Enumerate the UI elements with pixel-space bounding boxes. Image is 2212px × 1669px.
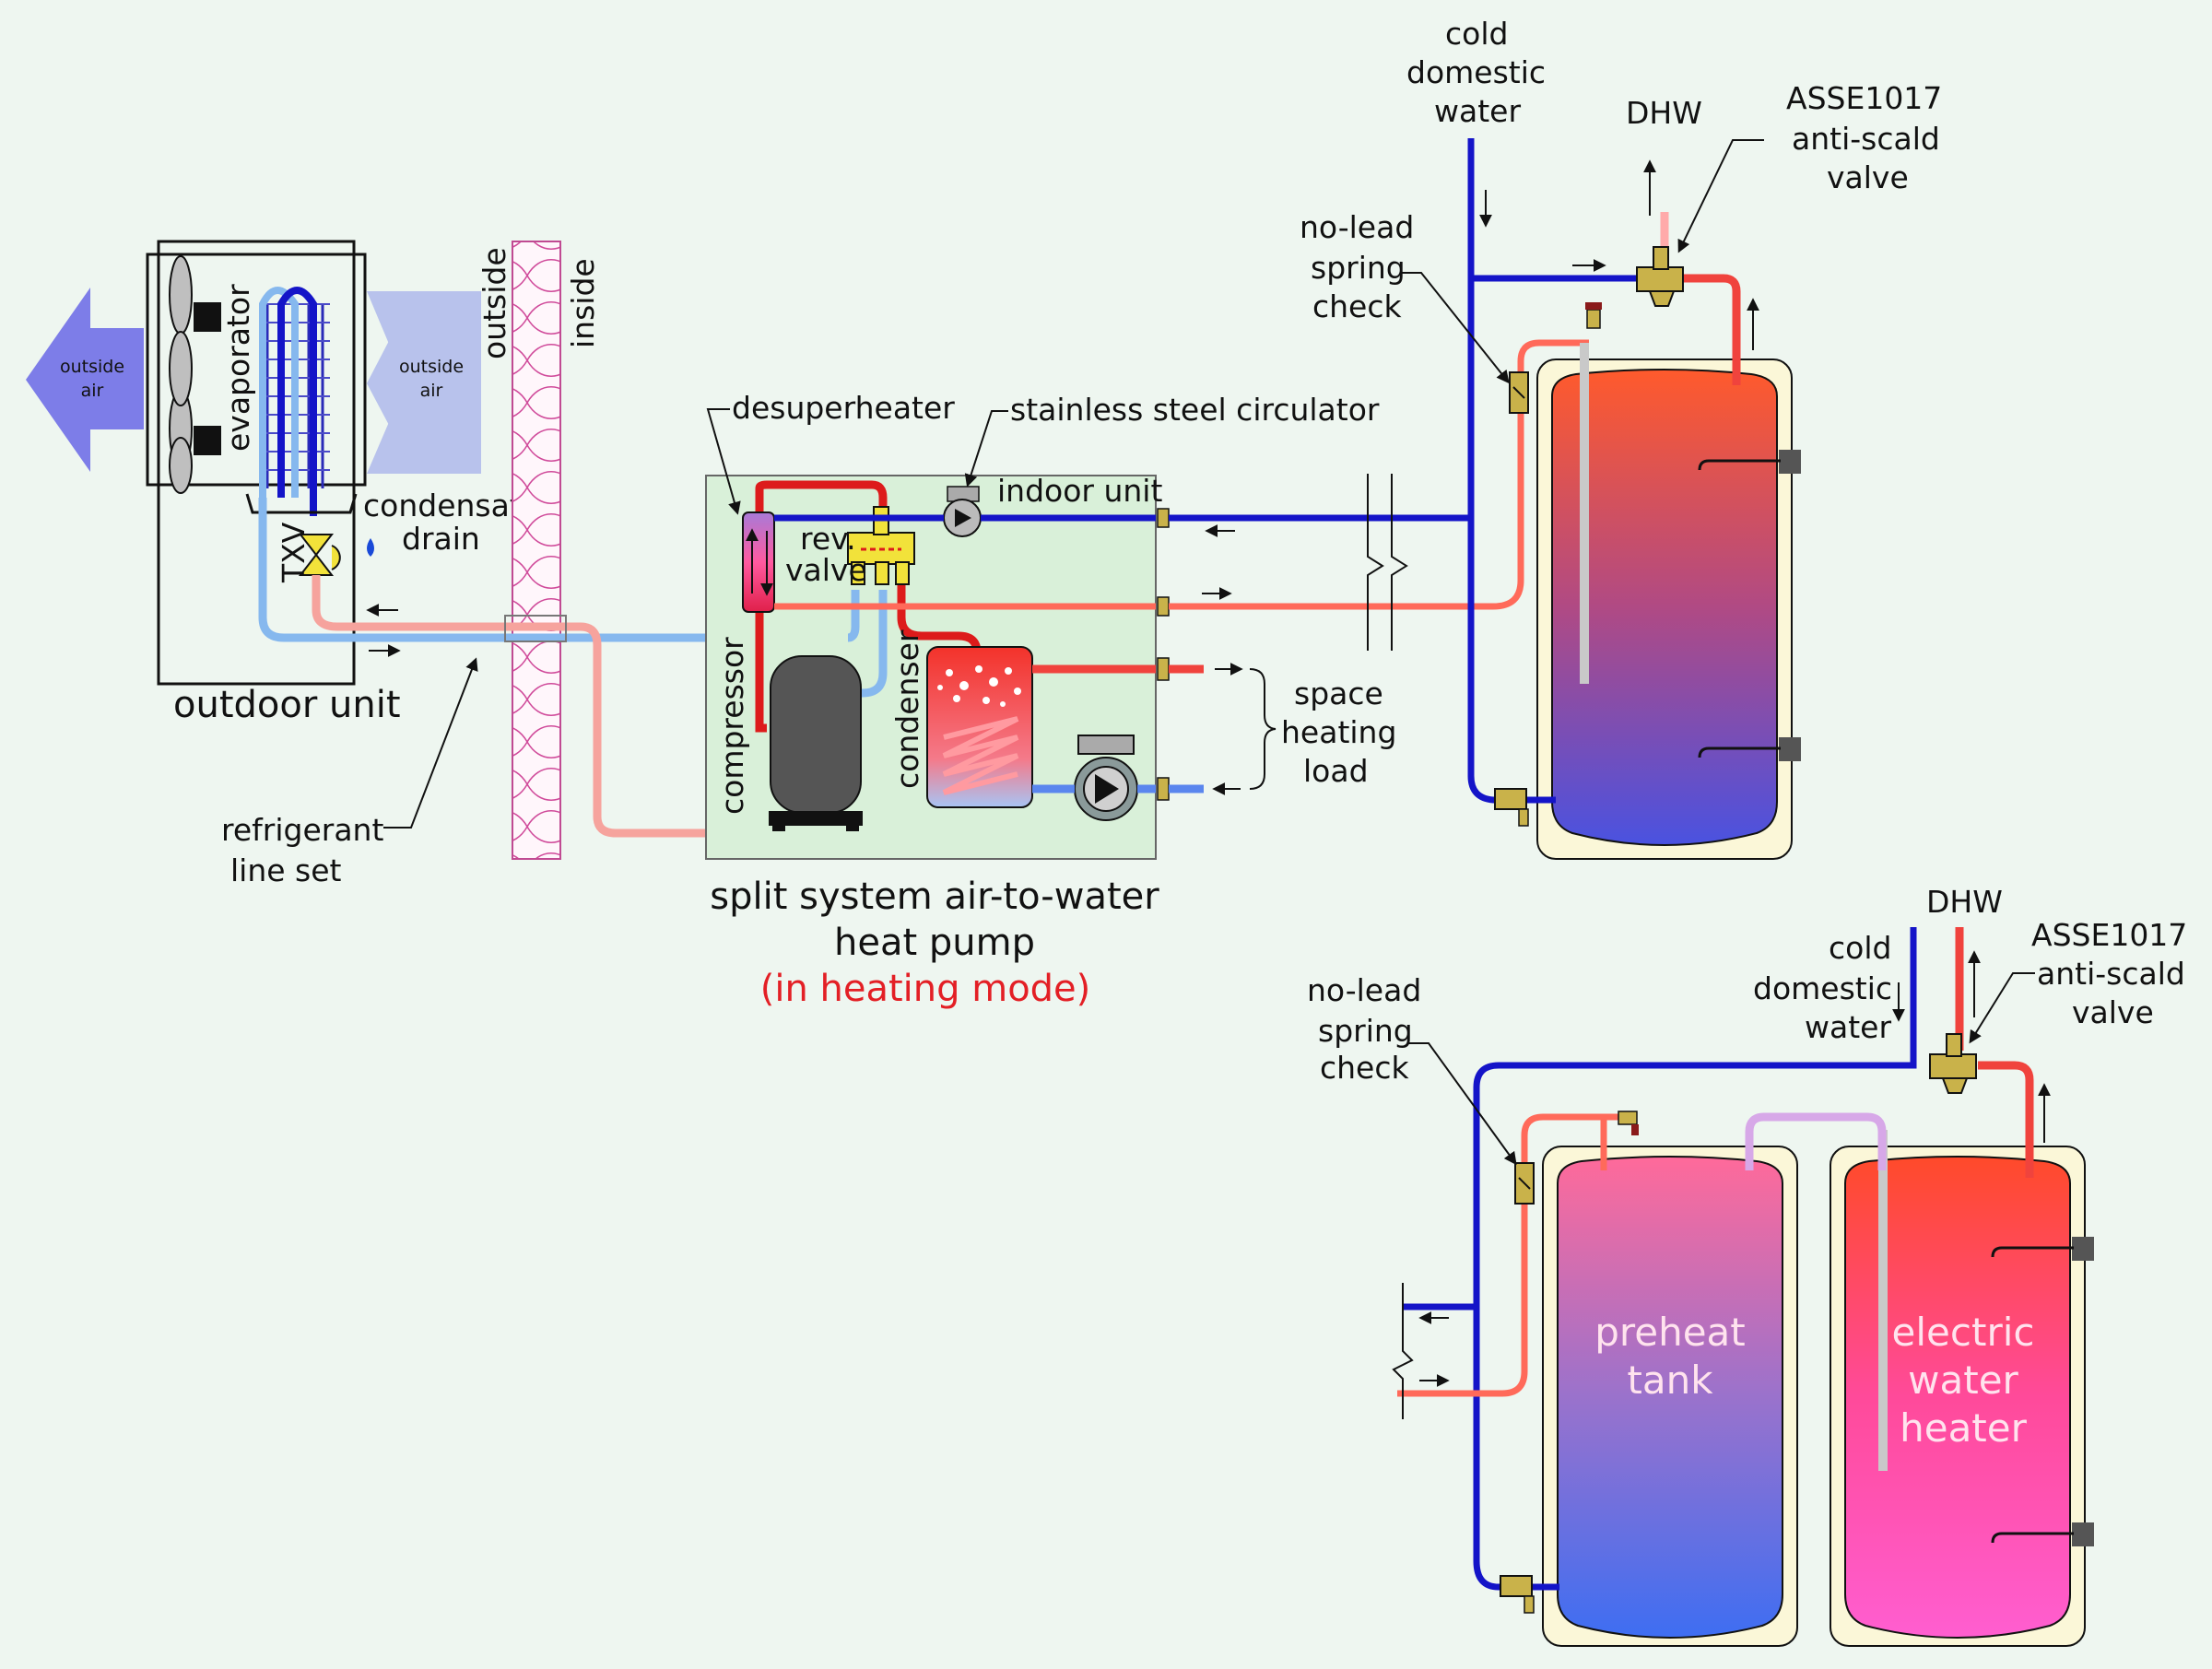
outdoor-unit-label: outdoor unit [173, 684, 401, 726]
condensate-label-2: drain [402, 521, 480, 557]
top-dhw-label: DHW [1626, 95, 1702, 131]
condenser [926, 646, 1033, 808]
inside-label: inside [565, 258, 601, 348]
txv-label: TXV [276, 522, 312, 583]
preheat-label-2: tank [1627, 1358, 1713, 1403]
evaporator-label: evaporator [220, 284, 256, 452]
bottom-asse-label-1: ASSE1017 [2031, 917, 2187, 953]
top-check-label-2: spring [1311, 250, 1406, 286]
preheat-tank: preheat tank [1542, 1146, 1798, 1647]
top-spring-check [1509, 371, 1529, 414]
preheat-label-1: preheat [1594, 1310, 1746, 1355]
top-check-label-3: check [1312, 288, 1403, 324]
electric-label-1: electric [1892, 1310, 2035, 1355]
top-anti-scald-valve [1636, 246, 1684, 307]
top-asse-label-3: valve [1827, 159, 1909, 195]
circulator-leader [964, 410, 1008, 488]
caption-line-2: heat pump [834, 922, 1035, 964]
space-heating-label-3: load [1303, 753, 1369, 789]
outside-air-left-label-2: air [81, 381, 104, 401]
bottom-drain-valve [1500, 1575, 1535, 1614]
transfer-pipe [1745, 1112, 1887, 1170]
line-set-label-1: refrigerant [221, 812, 383, 848]
bottom-check-label-1: no-lead [1307, 972, 1421, 1008]
caption-line-1: split system air-to-water [710, 876, 1159, 918]
space-heating-label-2: heating [1281, 714, 1396, 750]
bottom-check-label-3: check [1320, 1050, 1410, 1086]
heating-mode-label: (in heating mode) [760, 968, 1091, 1010]
circulator-top [943, 486, 982, 537]
bottom-cold-label-2: domestic [1753, 970, 1892, 1006]
insulated-wall [512, 241, 561, 860]
electric-label-2: water [1908, 1358, 2018, 1403]
outside-label: outside [477, 247, 512, 359]
drain-drop [367, 538, 374, 557]
pipe-break [1367, 474, 1408, 651]
desuperheater [742, 511, 775, 613]
fan-left [169, 255, 221, 494]
evaporator-coil [259, 287, 330, 516]
top-cold-label-3: water [1434, 93, 1521, 129]
top-check-label-1: no-lead [1300, 209, 1414, 245]
bottom-spring-check [1514, 1162, 1535, 1205]
bottom-spring-check-leader [1408, 1042, 1517, 1166]
indoor-outlet-unions [1157, 508, 1170, 801]
bottom-cold-label-1: cold [1829, 930, 1891, 966]
top-cold-supply [1467, 138, 1556, 804]
top-cold-label-1: cold [1445, 16, 1508, 52]
bottom-cold-label-3: water [1805, 1009, 1891, 1045]
bottom-anti-scald-valve [1929, 1033, 1977, 1094]
indoor-unit-label: indoor unit [997, 473, 1162, 509]
top-asse-label-1: ASSE1017 [1786, 80, 1942, 116]
top-relief-valve [1585, 302, 1602, 329]
outside-air-right-label-1: outside [399, 357, 464, 377]
outside-air-arrow-left: outside air [26, 288, 144, 472]
reversing-valve [847, 506, 915, 585]
bottom-asse-leader [1969, 972, 2035, 1044]
indirect-tank-top [1536, 343, 1801, 860]
compressor-label: compressor [714, 637, 750, 815]
bottom-asse-label-3: valve [2072, 994, 2154, 1030]
electric-water-heater: electric water heater [1830, 1130, 2094, 1647]
electric-label-3: heater [1900, 1405, 2028, 1451]
load-brace [1249, 668, 1277, 790]
circulator-bottom [1074, 735, 1138, 821]
bottom-relief-valve [1618, 1111, 1639, 1135]
line-set-leader [383, 657, 478, 829]
top-spring-check-leader [1401, 272, 1510, 384]
top-drain-valve [1494, 788, 1529, 827]
desuperheater-label: desuperheater [732, 390, 955, 426]
outdoor-unit [146, 240, 374, 686]
compressor [769, 655, 863, 831]
outside-air-left-label-1: outside [60, 357, 124, 377]
bottom-dhw-label: DHW [1926, 884, 2003, 920]
rev-valve-label-2: valve [785, 552, 867, 588]
outside-air-arrow-right: outside air [367, 291, 481, 474]
bottom-cold-supply [1473, 927, 1917, 1591]
line-set-label-2: line set [230, 852, 342, 888]
drain-pan [245, 493, 358, 514]
bottom-asse-label-2: anti-scald [2037, 956, 2185, 992]
space-heating-label-1: space [1294, 676, 1383, 711]
outside-air-right-label-2: air [420, 381, 443, 401]
rev-valve-label-1: rev. [800, 521, 856, 557]
desuperheater-leader [706, 408, 741, 515]
condenser-label: condenser [889, 629, 925, 789]
top-asse-label-2: anti-scald [1792, 121, 1940, 157]
circulator-label: stainless steel circulator [1010, 392, 1380, 428]
bottom-check-label-2: spring [1318, 1013, 1413, 1049]
top-asse-leader [1677, 139, 1764, 253]
condensate-label-1: condensate [363, 488, 540, 523]
indoor-unit [705, 475, 1157, 860]
top-cold-label-2: domestic [1406, 54, 1546, 90]
